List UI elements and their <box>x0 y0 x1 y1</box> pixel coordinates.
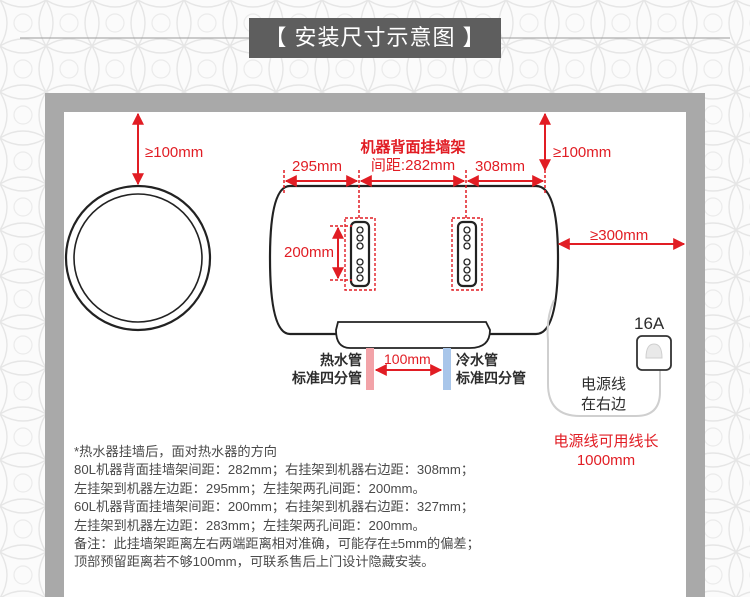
note-line: *热水器挂墙后，面对热水器的方向 <box>74 444 277 459</box>
hot-pipe-spec: 标准四分管 <box>292 370 362 386</box>
left-distance-label: 295mm <box>292 158 343 175</box>
hot-pipe-title: 热水管 <box>320 352 362 368</box>
power-socket <box>636 335 672 371</box>
water-heater-tank <box>268 184 560 336</box>
left-bracket <box>344 217 376 291</box>
pipe-distance-label: 100mm <box>384 351 431 367</box>
top-left-clearance-label: ≥100mm <box>145 144 204 161</box>
right-distance-label: 308mm <box>475 158 526 175</box>
bracket-spacing-title: 机器背面挂墙架 <box>360 139 466 156</box>
note-line: 80L机器背面挂墙架间距：282mm；右挂架到机器右边距：308mm； <box>74 462 475 478</box>
note-line: 左挂架到机器左边距：283mm；左挂架两孔间距：200mm。 <box>74 517 426 533</box>
right-bracket <box>451 217 483 291</box>
right-clearance-label: ≥300mm <box>590 227 649 244</box>
bracket-spacing-value: 间距:282mm <box>370 157 456 174</box>
socket-amp-label: 16A <box>634 314 665 333</box>
cord-side-label-2: 在右边 <box>581 396 627 413</box>
note-line: 左挂架到机器左边距：295mm；左挂架两孔间距：200mm。 <box>74 480 426 496</box>
note-line: 60L机器背面挂墙架间距：200mm；右挂架到机器右边距：327mm； <box>74 499 475 515</box>
cord-side-label-1: 电源线 <box>581 376 627 393</box>
hole-distance-label: 200mm <box>284 244 335 261</box>
hot-water-pipe <box>366 348 374 390</box>
cord-length-label-2: 1000mm <box>576 452 636 469</box>
cold-pipe-title: 冷水管 <box>456 352 498 368</box>
page-title: 【 安装尺寸示意图 】 <box>249 18 501 58</box>
note-line: 备注：此挂墙架距离左右两端距离相对准确，可能存在±5mm的偏差； <box>74 536 480 552</box>
bottom-panel <box>335 321 491 349</box>
installation-notes: *热水器挂墙后，面对热水器的方向 80L机器背面挂墙架间距：282mm；右挂架到… <box>74 443 480 572</box>
cold-pipe-spec: 标准四分管 <box>456 370 526 386</box>
cord-length-label-1: 电源线可用线长 <box>553 433 659 450</box>
note-line: 顶部预留距离若不够100mm，可联系售后上门设计隐藏安装。 <box>74 554 435 570</box>
top-right-clearance-label: ≥100mm <box>553 144 612 161</box>
cold-water-pipe <box>443 348 451 390</box>
power-cord <box>546 299 661 417</box>
dimension-lines <box>283 170 546 281</box>
